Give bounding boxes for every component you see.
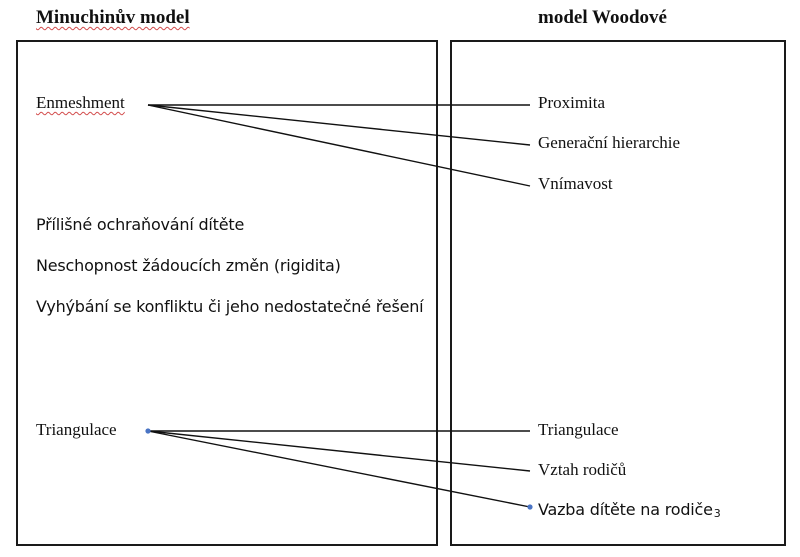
right-item-triangulation: Triangulace bbox=[538, 420, 619, 439]
left-item-triangulation: Triangulace bbox=[36, 420, 117, 439]
left-model-title: Minuchinův model bbox=[36, 7, 190, 28]
left-item-rigidity: Neschopnost žádoucích změn (rigidita) bbox=[36, 256, 341, 275]
footnote-marker: 3 bbox=[713, 507, 721, 520]
right-item-child-parent-attachment-text: Vazba dítěte na rodiče bbox=[538, 500, 713, 519]
right-item-parental-relationship: Vztah rodičů bbox=[538, 460, 627, 479]
right-model-title: model Woodové bbox=[538, 7, 667, 28]
left-item-conflict-avoidance: Vyhýbání se konfliktu či jeho nedostateč… bbox=[36, 297, 424, 316]
left-item-overprotection: Přílišné ochraňování dítěte bbox=[36, 215, 245, 234]
left-model-box bbox=[16, 40, 438, 546]
left-item-enmeshment: Enmeshment bbox=[36, 93, 125, 112]
right-item-proximity: Proximita bbox=[538, 93, 606, 112]
right-item-responsiveness: Vnímavost bbox=[538, 174, 613, 193]
right-item-child-parent-attachment: Vazba dítěte na rodiče3 bbox=[538, 500, 721, 524]
right-item-generational-hierarchy: Generační hierarchie bbox=[538, 133, 681, 152]
